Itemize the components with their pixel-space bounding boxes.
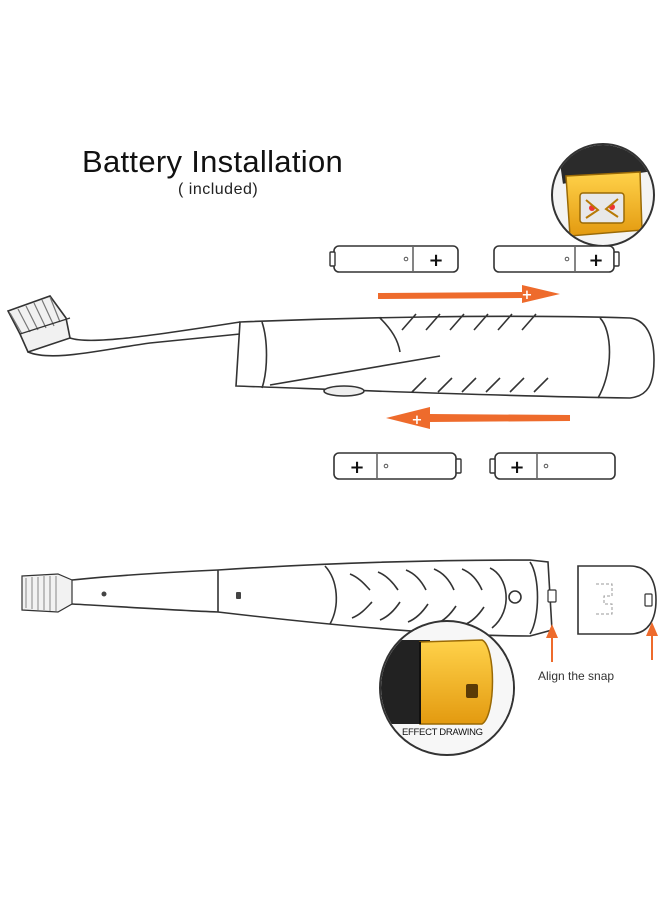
page-title: Battery Installation: [82, 144, 344, 179]
battery-bottom-right: +: [489, 452, 616, 480]
arrow-left-icon: +: [386, 407, 570, 429]
brush-bottom: [21, 559, 557, 637]
battery-plus-sign: +: [509, 457, 524, 478]
align-snap-label: Align the snap: [538, 669, 615, 683]
battery-plus-sign: +: [349, 457, 364, 478]
effect-drawing-circle: [379, 620, 515, 756]
page-subtitle: ( included): [178, 181, 259, 198]
arrow-plus-sign: +: [522, 288, 533, 303]
battery-top-right: +: [493, 245, 620, 273]
arrow-plus-sign: +: [412, 413, 423, 428]
cap-detail-circle: [551, 143, 655, 247]
battery-plus-sign: +: [428, 250, 443, 271]
snap-arrow-icon: [546, 624, 558, 662]
battery-top-left: +: [329, 245, 459, 273]
battery-bottom-left: +: [333, 452, 462, 480]
brush-top: [6, 295, 655, 399]
arrow-right-icon: +: [378, 285, 560, 303]
snap-arrow-icon: [646, 622, 658, 660]
battery-plus-sign: +: [588, 250, 603, 271]
battery-cap: [577, 565, 657, 635]
effect-drawing-label: EFFECT DRAWING: [402, 727, 483, 738]
